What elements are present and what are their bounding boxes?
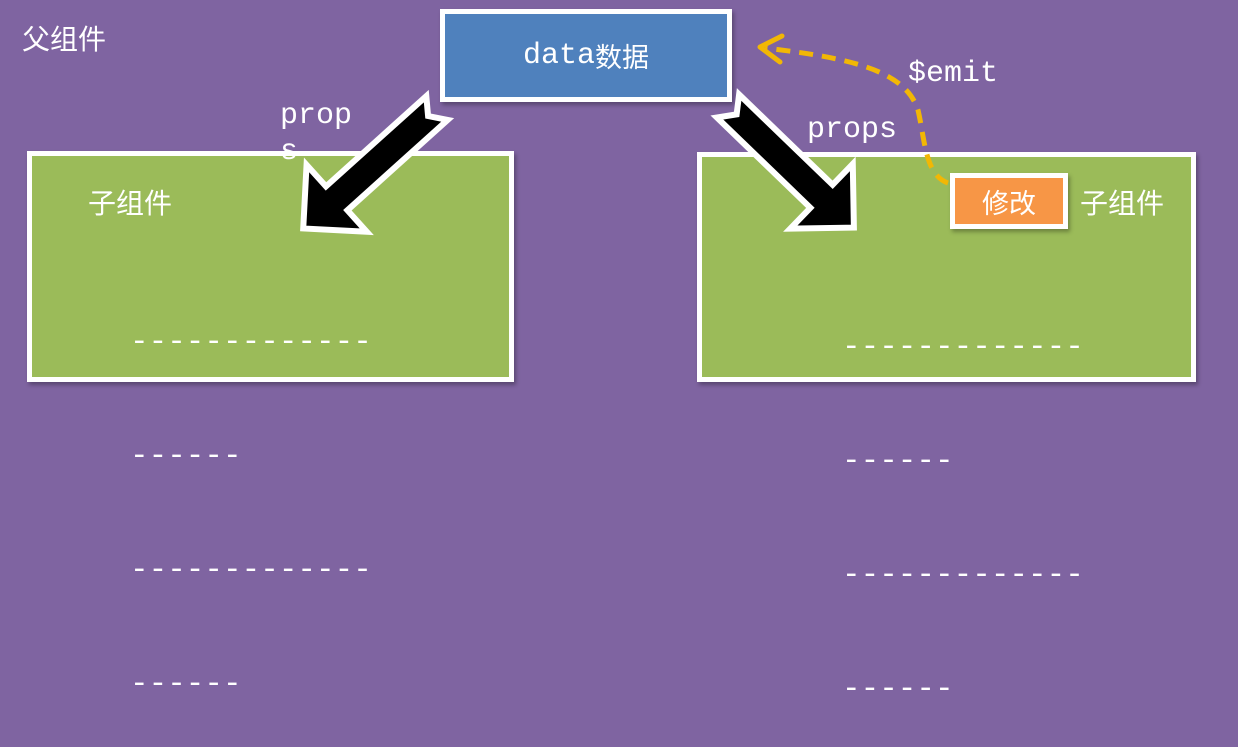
line: ------------- bbox=[842, 558, 1084, 593]
left-child-label: 子组件 bbox=[88, 187, 173, 220]
arrows-layer bbox=[300, 33, 950, 236]
props-text-line2: s bbox=[280, 135, 299, 169]
parent-component-label: 父组件 bbox=[22, 23, 107, 56]
line: ------------- bbox=[842, 330, 1084, 365]
props-text-line1: prop bbox=[280, 99, 353, 133]
props-label-right: props bbox=[807, 113, 898, 147]
line: ------ bbox=[130, 667, 242, 702]
right-child-label: 子组件 bbox=[1080, 187, 1165, 220]
line: ------ bbox=[842, 444, 954, 479]
props-label-left: prop s bbox=[280, 98, 352, 170]
line: ------ bbox=[130, 439, 242, 474]
data-label: 数据 bbox=[595, 43, 649, 74]
props-arrow-left bbox=[300, 89, 455, 236]
data-prefix: data bbox=[522, 38, 595, 73]
emit-arrowhead-icon bbox=[757, 33, 785, 65]
emit-label: $emit bbox=[908, 57, 999, 91]
line: ------------- bbox=[130, 553, 372, 588]
line: ------ bbox=[842, 672, 954, 707]
line: ------------- bbox=[130, 325, 372, 360]
emit-arrow bbox=[764, 45, 950, 186]
right-child-component bbox=[697, 152, 1196, 382]
left-child-component bbox=[27, 151, 514, 382]
props-arrow-right bbox=[710, 88, 857, 232]
modify-button[interactable]: 修改 bbox=[950, 173, 1068, 229]
